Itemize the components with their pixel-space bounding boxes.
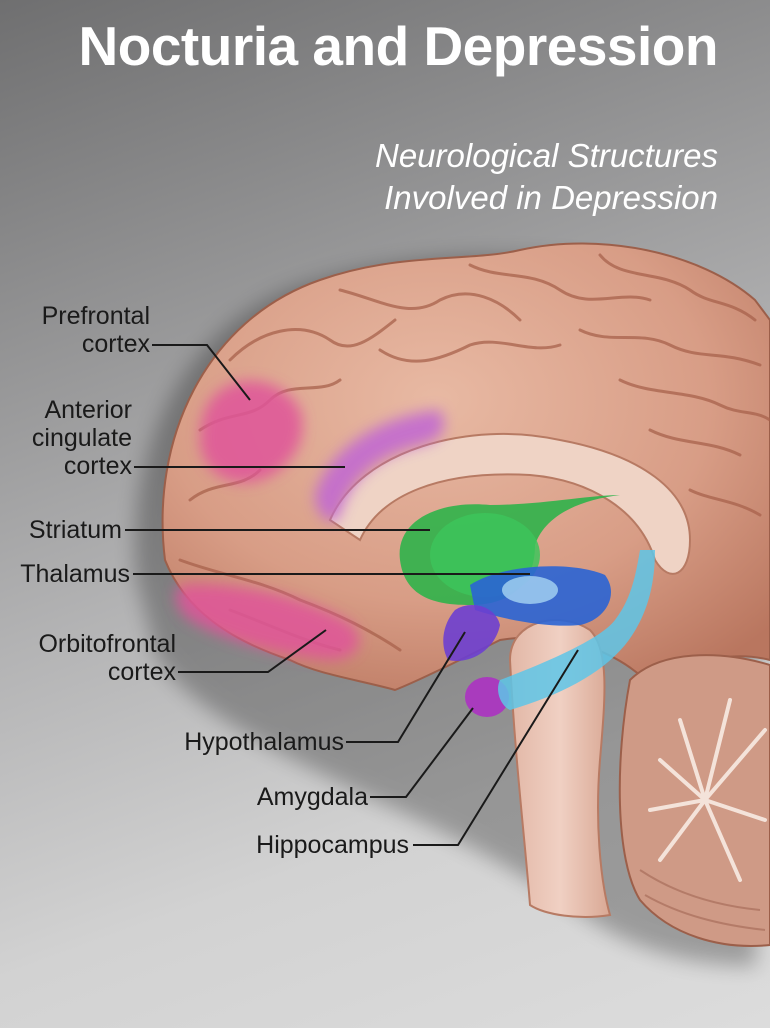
page-title: Nocturia and Depression xyxy=(78,15,719,77)
amygdala-region xyxy=(465,677,509,717)
label-orbitofrontal-line-2: cortex xyxy=(107,658,176,686)
orbitofrontal-region xyxy=(175,584,360,660)
label-amygdala: Amygdala xyxy=(256,783,368,811)
leader-hypothalamus xyxy=(346,631,466,743)
hypothalamus-region xyxy=(443,605,500,661)
label-prefrontal-line-1: Prefrontal xyxy=(41,302,150,330)
label-orbitofrontal-cortex: Orbitofrontal cortex xyxy=(38,630,176,686)
thalamus-highlight xyxy=(502,576,558,604)
label-orbitofrontal-line-1: Orbitofrontal xyxy=(38,630,176,658)
label-prefrontal-cortex: Prefrontal cortex xyxy=(42,302,150,358)
leader-orbitofrontal xyxy=(178,629,327,673)
subtitle-line-1: Neurological Structures xyxy=(375,137,718,174)
cerebellum-arbor xyxy=(648,698,767,882)
label-anterior-cingulate-cortex: Anterior cingulate cortex xyxy=(32,396,132,480)
subtitle-line-2: Involved in Depression xyxy=(384,179,718,216)
label-anterior-cingulate-line-3: cortex xyxy=(63,452,132,480)
label-anterior-cingulate-line-1: Anterior xyxy=(44,396,132,424)
label-prefrontal-line-2: cortex xyxy=(81,330,150,358)
leader-amygdala xyxy=(370,707,474,798)
leader-hippocampus xyxy=(413,649,579,846)
cerebellum-folia xyxy=(639,869,766,931)
hippocampus-region xyxy=(498,550,655,710)
cingulate-region xyxy=(315,410,444,522)
label-hypothalamus: Hypothalamus xyxy=(184,728,344,756)
label-hippocampus: Hippocampus xyxy=(256,831,409,859)
label-anterior-cingulate-line-2: cingulate xyxy=(31,424,132,452)
label-thalamus: Thalamus xyxy=(20,560,130,588)
label-striatum: Striatum xyxy=(28,516,122,544)
leader-prefrontal xyxy=(152,344,251,401)
prefrontal-region xyxy=(200,380,303,483)
corpus-callosum xyxy=(328,433,692,575)
leader-lines xyxy=(125,344,579,846)
subtitle: Neurological Structures Involved in Depr… xyxy=(375,135,718,219)
